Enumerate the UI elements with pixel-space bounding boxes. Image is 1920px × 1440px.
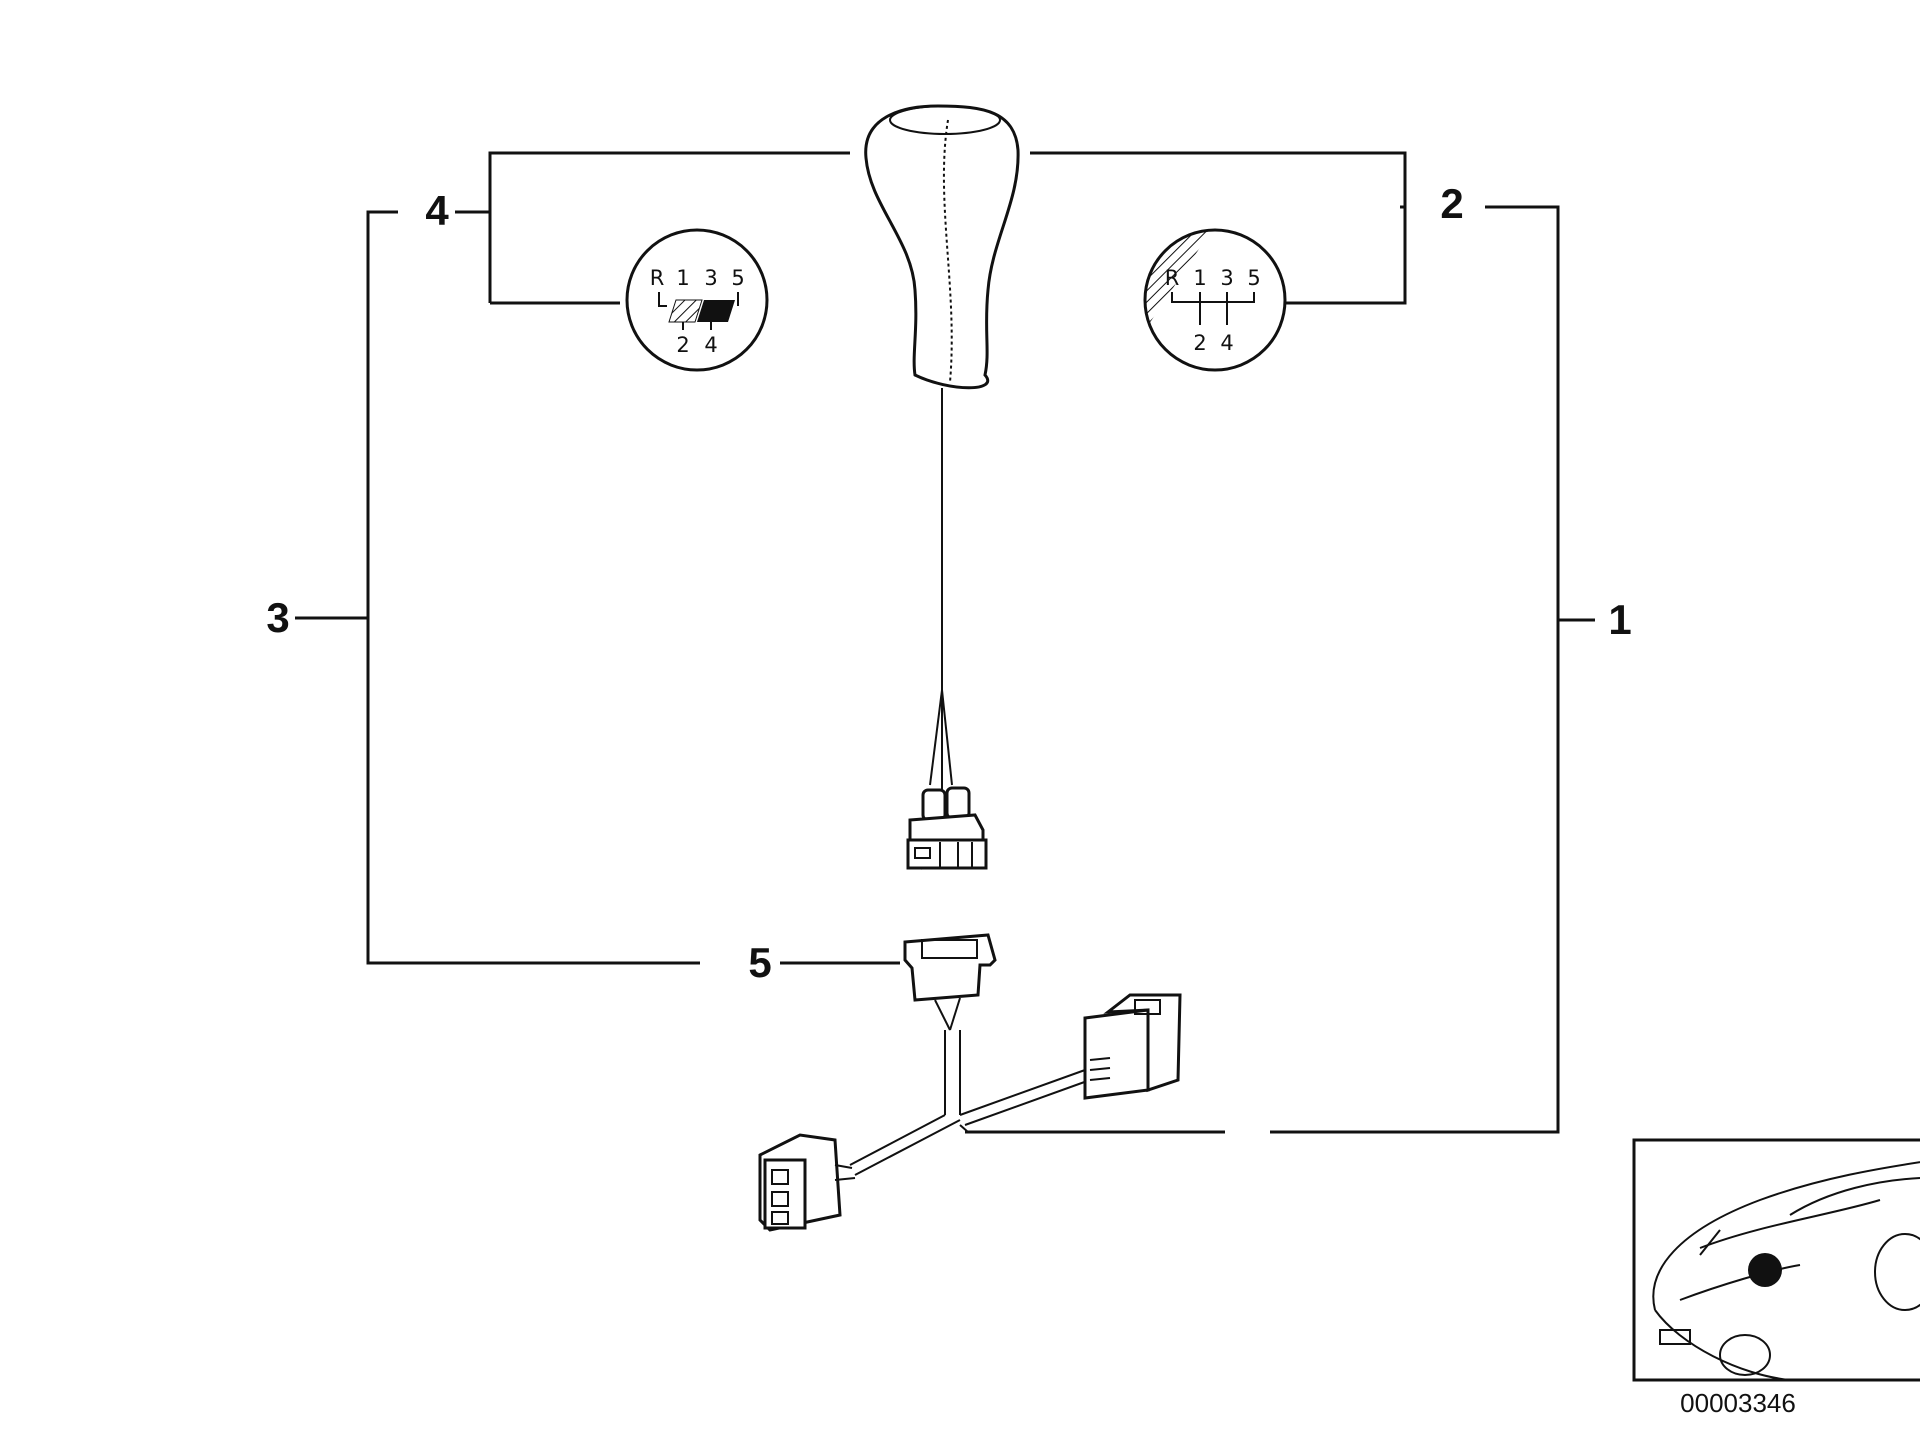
reference-number: 00003346 bbox=[1680, 1388, 1796, 1418]
callout-1: 1 bbox=[1608, 596, 1631, 643]
pattern-m-r: R bbox=[650, 266, 665, 290]
wiring-harness-icon bbox=[758, 933, 1182, 1232]
knob-cable bbox=[929, 689, 953, 786]
shift-pattern-standard-badge: R 1 3 5 2 4 bbox=[1143, 228, 1287, 372]
car-location-inset bbox=[1632, 1138, 1920, 1382]
leader-lines bbox=[295, 151, 1595, 1134]
pattern-m-5: 5 bbox=[731, 266, 744, 290]
pattern-m-1: 1 bbox=[676, 266, 689, 290]
pattern-m-4: 4 bbox=[704, 333, 717, 357]
callout-4: 4 bbox=[425, 187, 449, 234]
shift-pattern-m-badge: R 1 3 5 2 4 bbox=[625, 228, 769, 372]
cable-plug-icon bbox=[906, 786, 988, 870]
location-marker bbox=[1748, 1253, 1782, 1287]
pattern-std-5: 5 bbox=[1247, 266, 1260, 290]
pattern-m-3: 3 bbox=[704, 266, 717, 290]
pattern-m-2: 2 bbox=[676, 333, 689, 357]
callout-3: 3 bbox=[266, 594, 289, 641]
car-location-icon bbox=[1652, 1161, 1920, 1381]
pattern-std-3: 3 bbox=[1220, 266, 1233, 290]
pattern-std-4: 4 bbox=[1220, 331, 1233, 355]
pattern-std-1: 1 bbox=[1193, 266, 1206, 290]
gear-knob-icon bbox=[864, 104, 1020, 795]
callout-2: 2 bbox=[1440, 180, 1463, 227]
pattern-std-r: R bbox=[1165, 266, 1180, 290]
pattern-std-2: 2 bbox=[1193, 331, 1206, 355]
callout-5: 5 bbox=[748, 939, 771, 986]
callout-labels: 4 2 3 1 5 bbox=[266, 180, 1631, 986]
m-logo-icon bbox=[697, 300, 735, 322]
